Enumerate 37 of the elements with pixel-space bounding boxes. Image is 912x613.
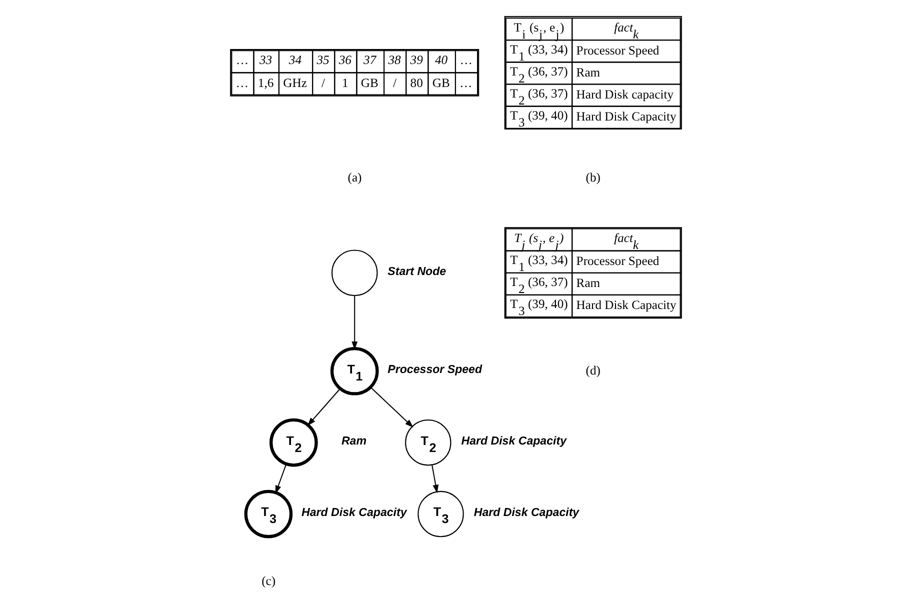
label: GB: [432, 76, 450, 90]
label: Hard Disk capacity: [576, 88, 674, 102]
label: 36: [338, 52, 352, 67]
node-label: Hard Disk Capacity: [461, 435, 567, 448]
label: Processor Speed: [576, 254, 660, 268]
label: 34: [288, 52, 302, 67]
label: /: [322, 76, 325, 90]
label: 33: [260, 52, 272, 67]
label: Processor Speed: [576, 43, 660, 58]
label: 40: [434, 52, 448, 67]
node-label: Start Node: [388, 266, 446, 278]
label: GB: [360, 76, 378, 90]
label: 37: [364, 52, 376, 67]
label: …: [236, 76, 248, 90]
node-label: Hard Disk Capacity: [474, 506, 580, 519]
label: 80: [410, 76, 423, 90]
label: 35: [316, 52, 330, 67]
label: GHz: [283, 76, 307, 90]
label: (c): [262, 574, 276, 588]
node-label: Processor Speed: [388, 364, 482, 376]
label: /: [392, 76, 396, 90]
label: 1,6: [258, 76, 274, 90]
label: …: [460, 52, 472, 67]
node-label: Hard Disk Capacity: [302, 506, 407, 519]
label: (a): [348, 170, 362, 185]
label: (b): [586, 170, 600, 185]
label: …: [460, 76, 472, 90]
label: Hard Disk Capacity: [576, 110, 676, 124]
label: Ram: [576, 65, 600, 80]
label: 1: [342, 76, 348, 90]
node-label: Ram: [341, 435, 366, 448]
label: 39: [410, 52, 423, 67]
label: Hard Disk Capacity: [576, 298, 676, 312]
label: 38: [388, 52, 401, 67]
label: Ram: [576, 276, 600, 290]
label: …: [236, 52, 248, 67]
label: (d): [586, 363, 600, 378]
